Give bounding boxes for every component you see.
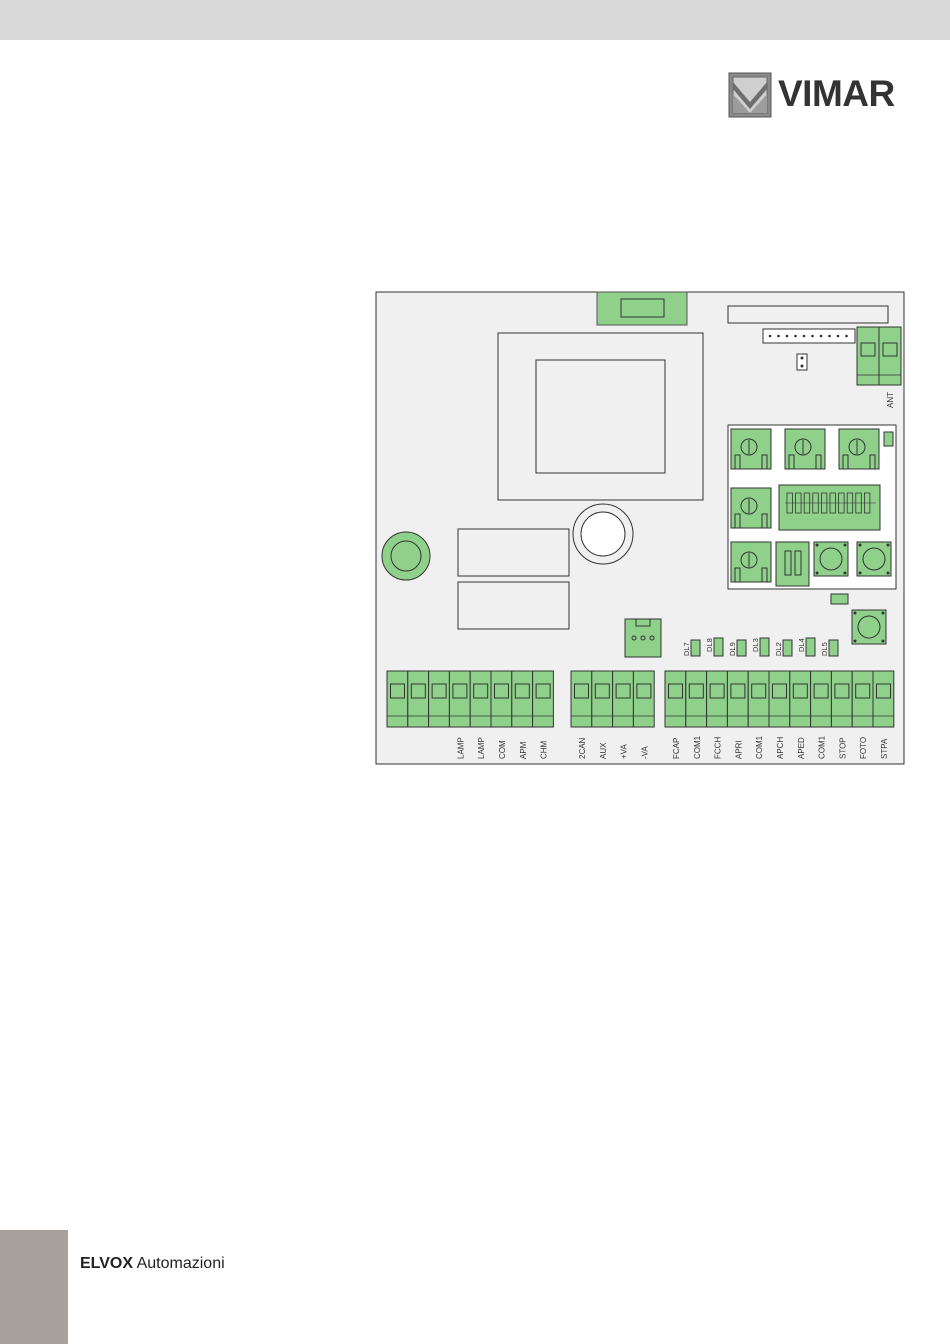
footer-brand: ELVOX Automazioni xyxy=(80,1255,225,1273)
led-label: DL4 xyxy=(797,638,806,652)
terminal-label: APM xyxy=(519,741,528,759)
trimmer xyxy=(731,429,771,469)
push-button xyxy=(857,542,891,576)
led-label: DL5 xyxy=(820,642,829,656)
terminal-label: COM1 xyxy=(693,735,702,759)
terminal-label: 2CAN xyxy=(578,737,587,759)
terminal-label: APCH xyxy=(776,737,785,759)
header-pin xyxy=(803,335,806,338)
led-dl5: DL5 xyxy=(820,640,838,656)
terminal-label: FOTO xyxy=(859,737,868,759)
terminal-label: COM xyxy=(498,740,507,759)
module-led xyxy=(884,432,893,446)
terminal-label: APRI xyxy=(734,740,743,759)
header-pin xyxy=(828,335,831,338)
header-pin xyxy=(769,335,772,338)
header-pin xyxy=(820,335,823,338)
terminal xyxy=(408,671,429,727)
led-label: DL8 xyxy=(705,638,714,652)
header-pin xyxy=(811,335,814,338)
terminal-label: AUX xyxy=(599,742,608,759)
terminal-label: STOP xyxy=(838,737,847,759)
header-pin xyxy=(786,335,789,338)
terminal-label: APED xyxy=(797,737,806,759)
footer-product: Automazioni xyxy=(137,1255,225,1272)
push-button xyxy=(852,610,886,644)
terminal xyxy=(429,671,450,727)
fuse xyxy=(621,299,664,317)
antenna-label: ANT xyxy=(886,392,895,408)
pin-header xyxy=(763,329,855,343)
led-label: DL2 xyxy=(774,642,783,656)
push-button xyxy=(814,542,848,576)
terminal-label: FCCH xyxy=(714,737,723,759)
led-dl2: DL2 xyxy=(774,640,792,656)
terminal xyxy=(387,671,408,727)
trimmer xyxy=(839,429,879,469)
terminal-label: -VA xyxy=(640,746,649,759)
terminal-label: STPA xyxy=(880,738,889,759)
trimmer xyxy=(785,429,825,469)
led-label: DL9 xyxy=(728,642,737,656)
terminal-label: LAMP xyxy=(456,737,465,759)
terminal-label: LAMP xyxy=(477,737,486,759)
relay-2 xyxy=(458,582,569,629)
terminal-label: +VA xyxy=(620,744,629,759)
two-way-switch xyxy=(776,542,809,586)
terminal-label: FCAP xyxy=(672,738,681,759)
header-pin xyxy=(837,335,840,338)
status-led xyxy=(831,594,848,604)
led-dl7: DL7 xyxy=(682,640,700,656)
relay-1 xyxy=(458,529,569,576)
led-label: DL7 xyxy=(682,642,691,656)
led-dl9: DL9 xyxy=(728,640,746,656)
transformer-core xyxy=(536,360,665,473)
header-pin xyxy=(794,335,797,338)
expansion-connector xyxy=(728,306,888,323)
trimmer xyxy=(731,488,771,528)
terminal-label: CHM xyxy=(540,740,549,759)
terminal-label: COM1 xyxy=(755,735,764,759)
trimmer xyxy=(731,542,771,582)
footer-block xyxy=(0,1230,68,1344)
footer-brand-name: ELVOX xyxy=(80,1255,133,1272)
led-label: DL3 xyxy=(751,638,760,652)
terminal-label: COM1 xyxy=(818,735,827,759)
jumper xyxy=(797,354,807,370)
header-pin xyxy=(845,335,848,338)
header-pin xyxy=(777,335,780,338)
